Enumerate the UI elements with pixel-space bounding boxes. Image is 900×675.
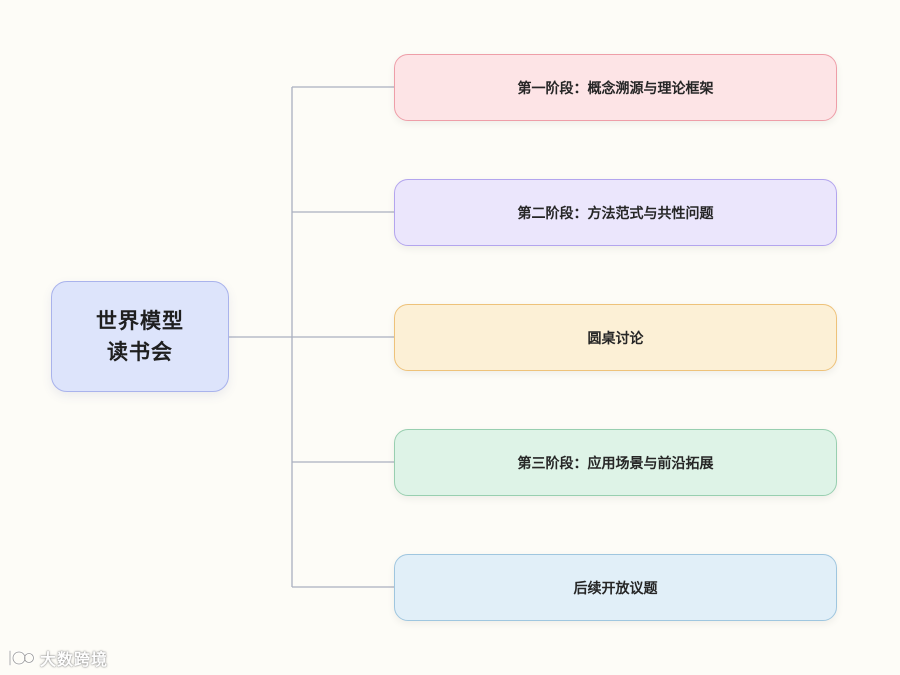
- watermark: 大数跨境: [6, 646, 108, 670]
- branch-node-roundtable[interactable]: 圆桌讨论: [394, 304, 837, 371]
- branch-label: 后续开放议题: [573, 580, 658, 597]
- root-node[interactable]: 世界模型 读书会: [51, 281, 229, 392]
- branch-node-stage-2[interactable]: 第二阶段：方法范式与共性问题: [394, 179, 837, 246]
- watermark-logo-icon: [8, 649, 35, 667]
- branch-label: 第一阶段：概念溯源与理论框架: [517, 80, 714, 97]
- root-title-line-1: 世界模型: [96, 308, 184, 333]
- watermark-text: 大数跨境: [40, 650, 109, 669]
- branch-node-stage-3[interactable]: 第三阶段：应用场景与前沿拓展: [394, 429, 837, 496]
- branch-label: 第二阶段：方法范式与共性问题: [517, 205, 714, 222]
- root-title-line-2: 读书会: [107, 339, 173, 364]
- branch-label: 圆桌讨论: [587, 330, 644, 347]
- branch-label: 第三阶段：应用场景与前沿拓展: [517, 455, 714, 472]
- branch-node-stage-1[interactable]: 第一阶段：概念溯源与理论框架: [394, 54, 837, 121]
- branch-node-open-topics[interactable]: 后续开放议题: [394, 554, 837, 621]
